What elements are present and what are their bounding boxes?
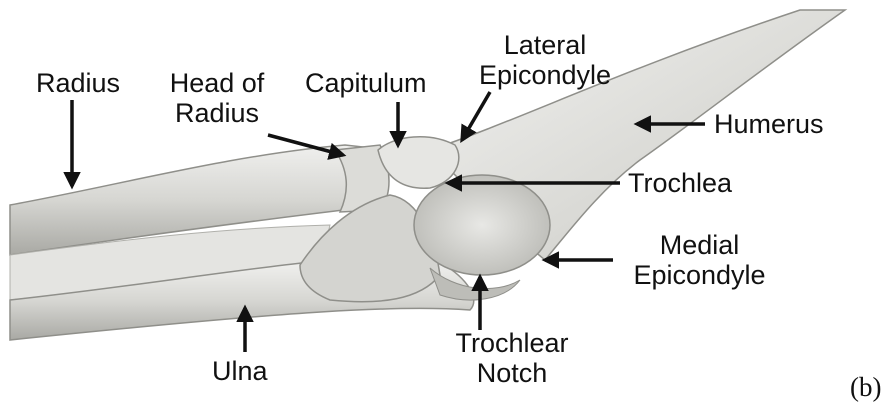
head-of-radius-line2: Radius [162, 98, 272, 128]
trochlea-bone [414, 175, 550, 275]
figure-tag: (b) [850, 372, 881, 402]
humerus-label: Humerus [714, 109, 824, 139]
trochlea-label: Trochlea [628, 168, 732, 198]
ulna-label: Ulna [212, 356, 268, 386]
trochlear-notch-line2: Notch [432, 358, 592, 388]
medial-epicondyle-line1: Medial [612, 230, 787, 260]
radius-label: Radius [36, 68, 120, 98]
lateral-epicondyle-line1: Lateral [455, 30, 635, 60]
head-of-radius-line1: Head of [162, 68, 272, 98]
head-of-radius-label: Head of Radius [162, 68, 272, 128]
capitulum-bone [378, 137, 459, 188]
trochlear-notch-label: Trochlear Notch [432, 328, 592, 388]
trochlear-notch-line1: Trochlear [432, 328, 592, 358]
lateral-epicondyle-label: Lateral Epicondyle [455, 30, 635, 90]
lateral-epicondyle-line2: Epicondyle [455, 60, 635, 90]
medial-epicondyle-label: Medial Epicondyle [612, 230, 787, 290]
capitulum-label: Capitulum [305, 68, 427, 98]
medial-epicondyle-line2: Epicondyle [612, 260, 787, 290]
